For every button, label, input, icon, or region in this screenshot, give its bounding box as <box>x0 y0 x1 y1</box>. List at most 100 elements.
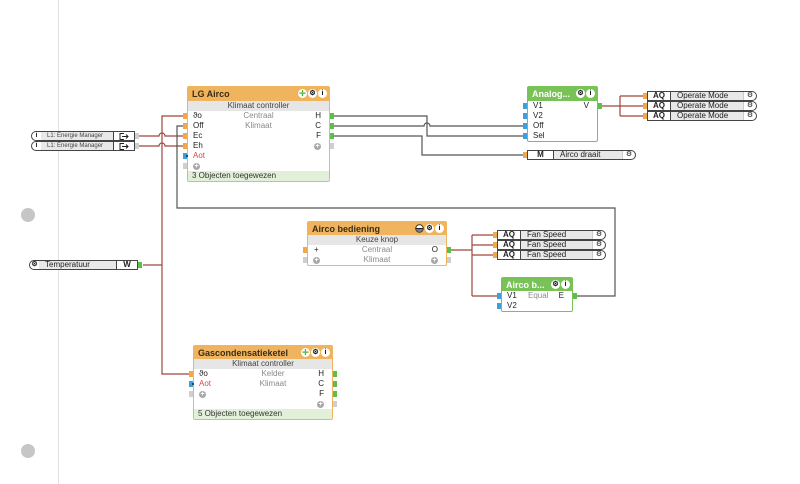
input-connector[interactable] <box>493 252 497 258</box>
add-output-icon[interactable]: + <box>431 256 438 264</box>
output-connector[interactable] <box>135 133 139 139</box>
input-node-temperatuur[interactable]: ⚙ Temperatuur W <box>29 260 142 270</box>
add-input-icon[interactable]: + <box>193 162 200 170</box>
input-connector[interactable] <box>183 163 187 169</box>
wire-analog-v-to-operate-mode[interactable] <box>602 95 643 117</box>
block-airco-bediening[interactable]: Airco bediening ⚙ i Keuze knop + Centraa… <box>303 221 451 266</box>
block-header[interactable]: Airco bediening ⚙ i <box>308 222 446 235</box>
output-connector[interactable] <box>330 113 334 119</box>
input-connector[interactable] <box>493 232 497 238</box>
info-icon[interactable]: i <box>561 280 570 289</box>
output-node-fan-speed[interactable]: AQ Fan Speed ⚙ <box>493 230 606 240</box>
input-connector[interactable] <box>643 103 647 109</box>
input-connector[interactable] <box>303 247 307 253</box>
input-connector[interactable] <box>497 303 501 309</box>
gear-icon[interactable]: ⚙ <box>576 89 585 98</box>
gear-icon[interactable]: ⚙ <box>31 261 38 268</box>
block-header[interactable]: LG Airco ✛ ⚙ i <box>188 87 329 101</box>
gear-icon[interactable]: ⚙ <box>425 224 434 233</box>
output-connector[interactable] <box>135 143 139 149</box>
input-connector[interactable] <box>523 113 527 119</box>
info-icon[interactable]: i <box>318 89 327 98</box>
gear-icon[interactable]: ⚙ <box>311 348 320 357</box>
input-connector[interactable] <box>183 143 187 149</box>
wire-f-to-airco-draait[interactable] <box>334 135 523 156</box>
add-input-icon[interactable]: + <box>313 256 320 264</box>
output-connector[interactable] <box>333 401 337 407</box>
block-gascondensatieketel[interactable]: Gascondensatieketel ✛ ⚙ i Klimaat contro… <box>189 345 337 420</box>
move-icon[interactable]: ✛ <box>298 89 307 98</box>
output-node-operate-mode[interactable]: AQ Operate Mode ⚙ <box>643 111 757 121</box>
info-icon[interactable]: i <box>586 89 595 98</box>
block-footer[interactable]: 3 Objecten toegewezen <box>188 171 329 181</box>
input-connector[interactable] <box>183 153 188 159</box>
output-node-fan-speed[interactable]: AQ Fan Speed ⚙ <box>493 240 606 250</box>
wire-c-to-off[interactable] <box>334 122 523 127</box>
input-connector[interactable] <box>523 123 527 129</box>
output-connector[interactable] <box>573 293 577 299</box>
output-connector[interactable] <box>138 262 142 268</box>
input-connector[interactable] <box>643 113 647 119</box>
block-analog[interactable]: Analog... ⚙ i V1 V V2 Off Sel <box>523 86 602 142</box>
input-connector[interactable] <box>523 103 527 109</box>
wire-temperatuur-trunk[interactable] <box>161 115 189 375</box>
input-connector[interactable] <box>183 113 187 119</box>
output-connector[interactable] <box>330 133 334 139</box>
move-icon[interactable]: ✛ <box>301 348 310 357</box>
input-connector[interactable] <box>523 133 527 139</box>
input-connector[interactable] <box>523 152 527 158</box>
block-footer[interactable]: 5 Objecten toegewezen <box>194 409 332 419</box>
gear-icon[interactable]: ⚙ <box>746 102 754 109</box>
info-icon[interactable]: i <box>321 348 330 357</box>
input-connector[interactable] <box>493 242 497 248</box>
block-header[interactable]: Airco b... ⚙ i <box>502 278 572 291</box>
output-node-operate-mode[interactable]: AQ Operate Mode ⚙ <box>643 91 757 101</box>
input-connector[interactable] <box>643 93 647 99</box>
input-connector[interactable] <box>497 293 501 299</box>
info-icon[interactable]: i <box>35 132 38 139</box>
info-icon[interactable]: i <box>35 142 38 149</box>
page-marker[interactable] <box>21 444 35 458</box>
add-input-icon[interactable]: + <box>199 390 206 398</box>
block-lg-airco[interactable]: LG Airco ✛ ⚙ i Klimaat controller ϑo Cen… <box>183 86 334 182</box>
gear-icon[interactable]: ⚙ <box>595 231 603 238</box>
output-connector[interactable] <box>333 391 337 397</box>
input-connector[interactable] <box>189 371 193 377</box>
input-connector[interactable] <box>183 123 187 129</box>
gear-icon[interactable]: ⚙ <box>595 241 603 248</box>
gear-icon[interactable]: ⚙ <box>746 112 754 119</box>
input-node-energie-manager[interactable]: i L1: Energie Manager <box>31 131 139 141</box>
gear-icon[interactable]: ⚙ <box>595 251 603 258</box>
add-output-icon[interactable]: + <box>317 400 324 408</box>
input-connector[interactable] <box>303 257 307 263</box>
wire-bediening-o-to-fan-speed[interactable] <box>451 234 497 297</box>
add-output-icon[interactable]: + <box>314 142 321 150</box>
output-node-airco-draait[interactable]: M Airco draait ⚙ <box>523 150 636 160</box>
gear-icon[interactable]: ⚙ <box>308 89 317 98</box>
output-connector[interactable] <box>447 257 451 263</box>
wire-equal-to-lg-airco-off[interactable] <box>176 125 616 297</box>
output-node-fan-speed[interactable]: AQ Fan Speed ⚙ <box>493 250 606 260</box>
block-airco-b[interactable]: Airco b... ⚙ i V1 Equal E V2 <box>497 277 577 312</box>
info-icon[interactable]: i <box>435 224 444 233</box>
block-header[interactable]: Gascondensatieketel ✛ ⚙ i <box>194 346 332 359</box>
page-marker[interactable] <box>21 208 35 222</box>
gear-icon[interactable]: ⚙ <box>625 151 633 158</box>
output-connector[interactable] <box>330 143 334 149</box>
output-connector[interactable] <box>333 371 337 377</box>
block-header[interactable]: Analog... ⚙ i <box>528 87 597 101</box>
output-connector[interactable] <box>447 247 451 253</box>
input-node-energie-manager[interactable]: i L1: Energie Manager <box>31 141 139 151</box>
output-connector[interactable] <box>330 123 334 129</box>
block-row: Aot Klimaat C <box>189 379 337 389</box>
input-connector[interactable] <box>189 381 194 387</box>
input-connector[interactable] <box>183 133 187 139</box>
output-node-operate-mode[interactable]: AQ Operate Mode ⚙ <box>643 101 757 111</box>
input-connector[interactable] <box>189 391 193 397</box>
dimmer-icon[interactable] <box>415 224 424 233</box>
wire-h-to-sel[interactable] <box>334 115 523 137</box>
output-connector[interactable] <box>598 103 602 109</box>
output-connector[interactable] <box>333 381 337 387</box>
gear-icon[interactable]: ⚙ <box>746 92 754 99</box>
gear-icon[interactable]: ⚙ <box>551 280 560 289</box>
